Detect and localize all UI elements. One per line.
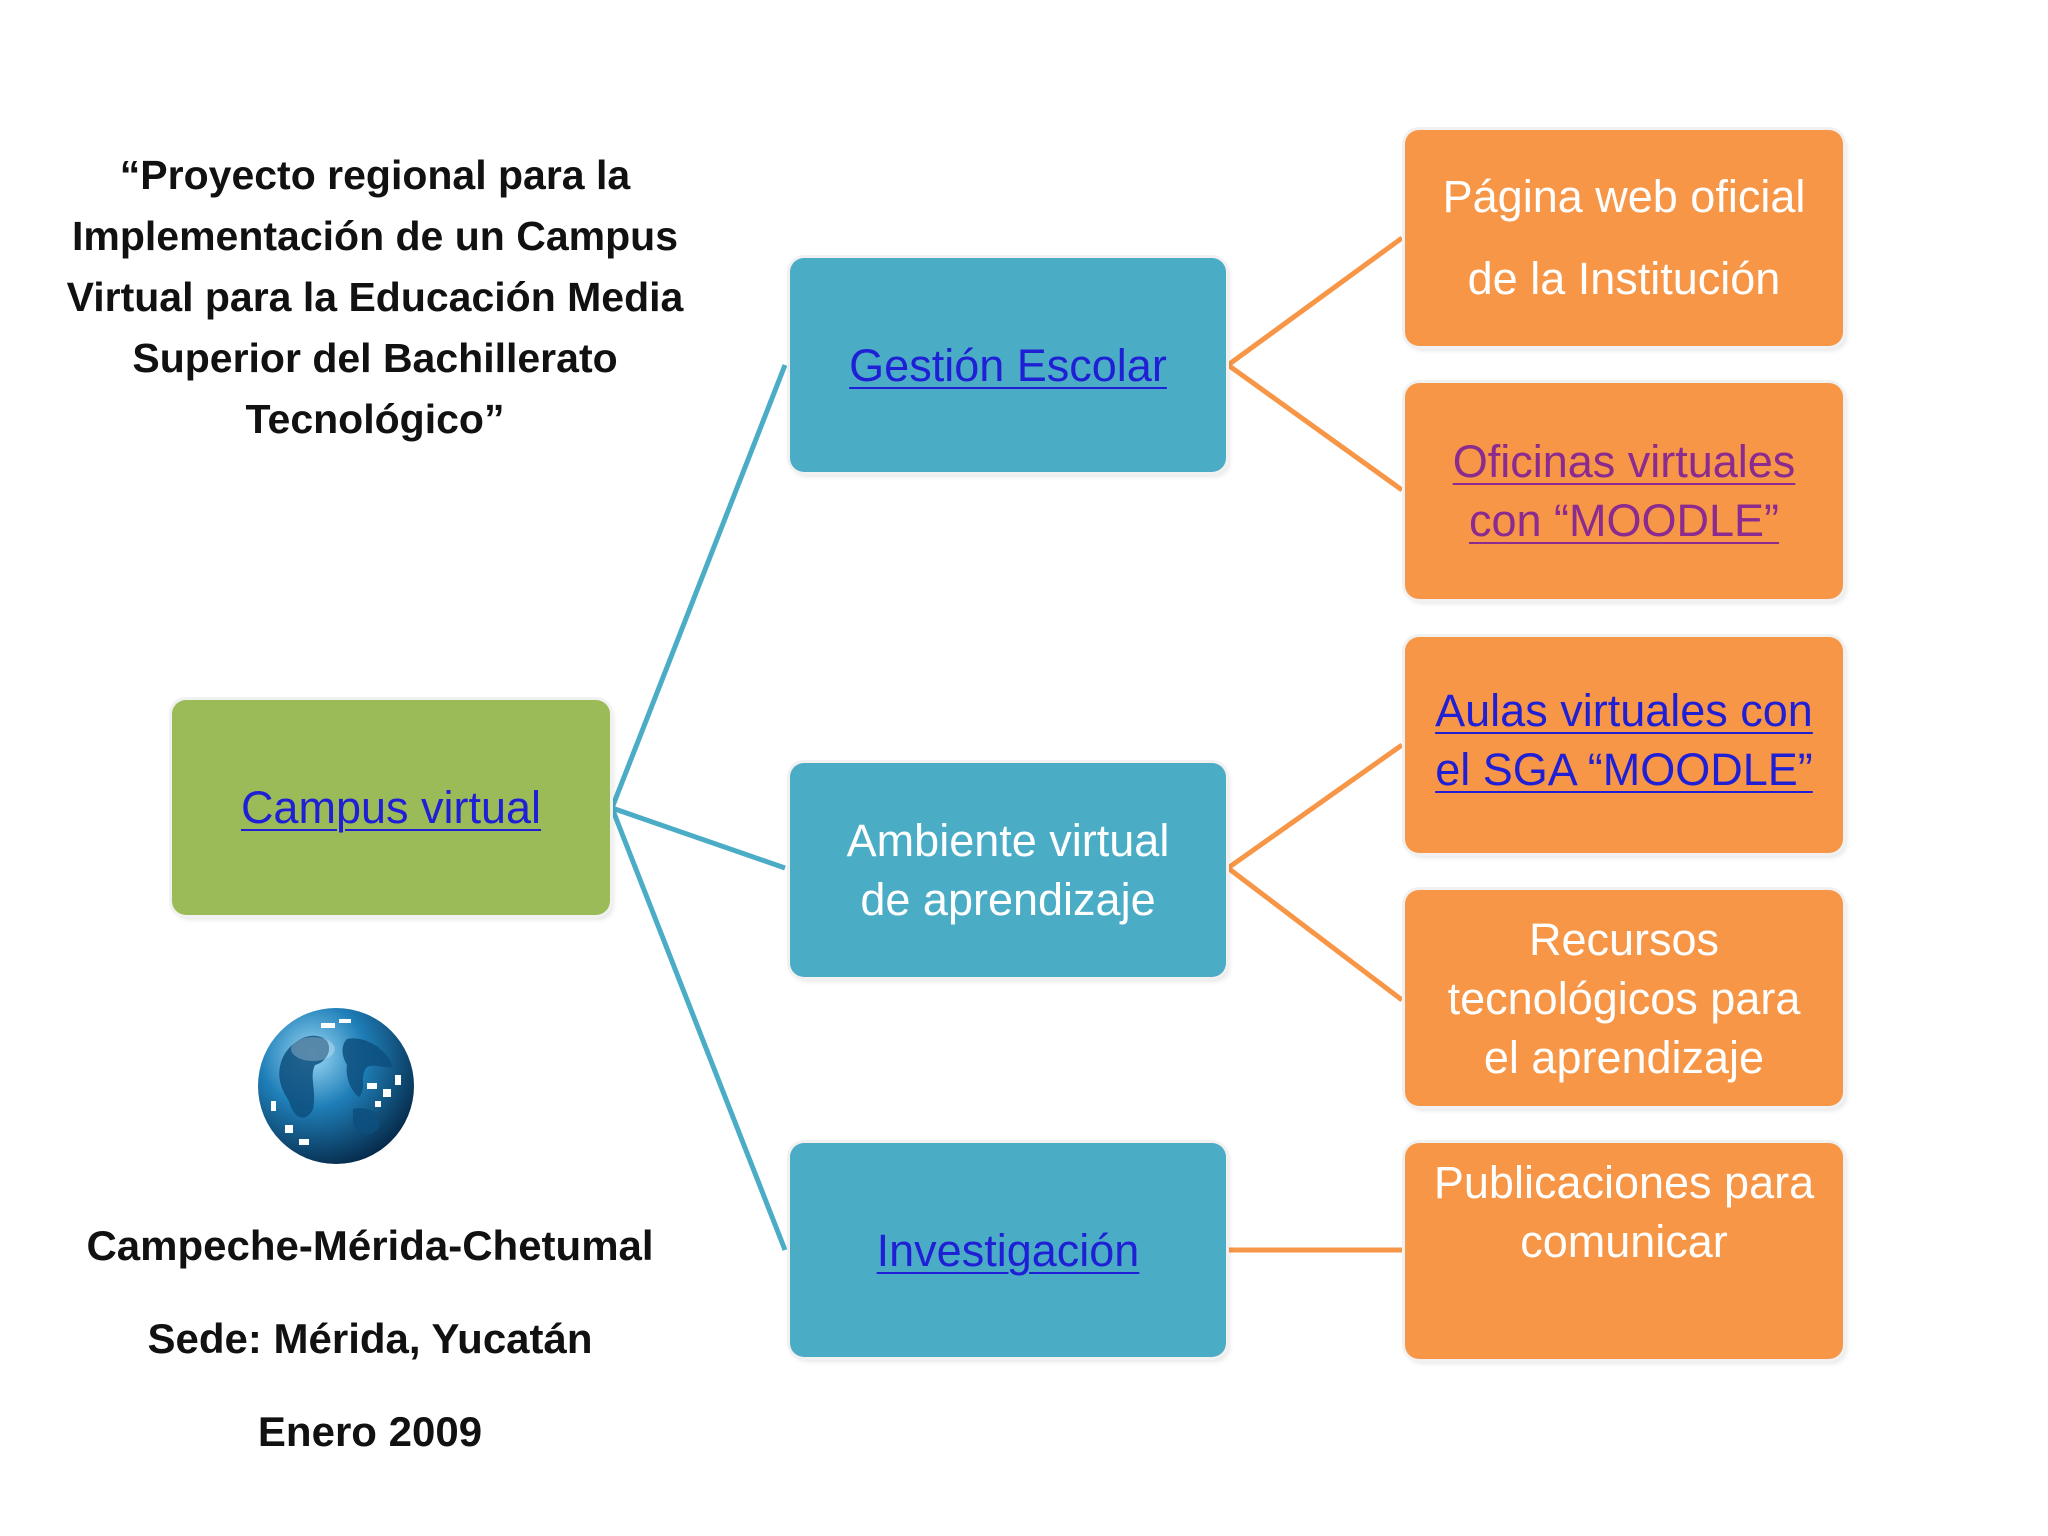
campus-virtual-link[interactable]: Campus virtual [240, 782, 542, 833]
pagina-web-label: Página web oficial de la Institución [1442, 171, 1806, 304]
leaf-node-aulas-virtuales: Aulas virtuales con el SGA “MOODLE” [1405, 637, 1843, 853]
leaf-node-pagina-web: Página web oficial de la Institución [1405, 130, 1843, 346]
connector-root-ambiente [611, 805, 786, 871]
leaf-node-oficinas-virtuales: Oficinas virtuales con “MOODLE” [1405, 383, 1843, 599]
oficinas-virtuales-link[interactable]: Oficinas virtuales con “MOODLE” [1452, 436, 1796, 546]
connector-gestion-oficinas [1226, 362, 1404, 493]
aulas-virtuales-link[interactable]: Aulas virtuales con el SGA “MOODLE” [1435, 685, 1813, 795]
connector-root-investigacion [609, 807, 788, 1251]
connector-ambiente-aulas [1226, 742, 1404, 871]
project-title: “Proyecto regional para la Implementació… [66, 152, 684, 442]
connector-gestion-pagina [1226, 235, 1404, 368]
branch-node-investigacion: Investigación [790, 1143, 1226, 1357]
publicaciones-label: Publicaciones para comunicar [1433, 1157, 1815, 1267]
branch-node-ambiente-virtual: Ambiente virtual de aprendizaje [790, 763, 1226, 977]
connector-root-gestion [609, 364, 788, 809]
cities-label: Campeche-Mérida-Chetumal [86, 1222, 654, 1269]
gestion-escolar-link[interactable]: Gestión Escolar [849, 339, 1167, 391]
ambiente-virtual-label: Ambiente virtual de aprendizaje [846, 815, 1170, 925]
investigacion-link[interactable]: Investigación [876, 1224, 1140, 1276]
sede-label: Sede: Mérida, Yucatán [147, 1315, 593, 1362]
branch-node-gestion-escolar: Gestión Escolar [790, 258, 1226, 472]
connector-ambiente-recursos [1226, 866, 1404, 1002]
root-node-campus-virtual: Campus virtual [172, 700, 610, 915]
recursos-tecnologicos-label: Recursos tecnológicos para el aprendizaj… [1447, 913, 1801, 1083]
leaf-node-publicaciones: Publicaciones para comunicar [1405, 1143, 1843, 1359]
date-label: Enero 2009 [257, 1408, 483, 1455]
leaf-node-recursos-tecnologicos: Recursos tecnológicos para el aprendizaj… [1405, 890, 1843, 1106]
globe-icon [258, 1008, 414, 1164]
